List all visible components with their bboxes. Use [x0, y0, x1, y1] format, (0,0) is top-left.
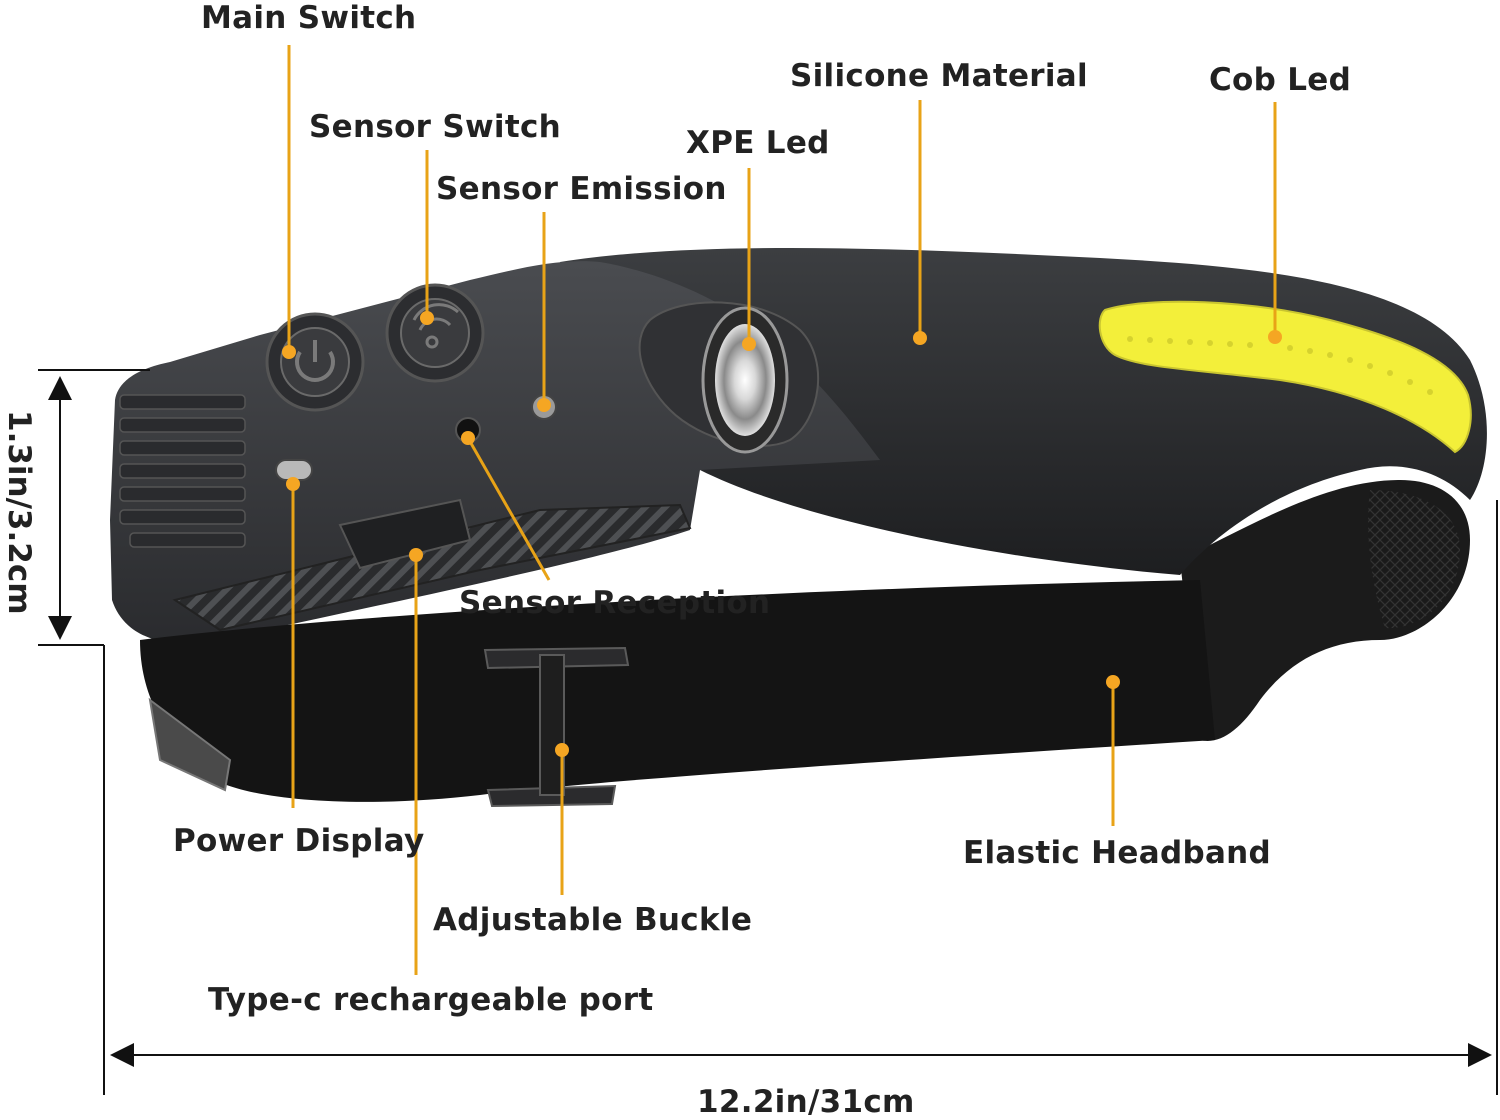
label-width-dimension: 12.2in/31cm	[697, 1084, 915, 1120]
strap-side-clip	[148, 697, 232, 792]
leader-dots	[282, 311, 1282, 757]
leader-lines	[287, 45, 1277, 975]
main-switch-button	[265, 312, 365, 412]
width-dimension	[110, 500, 1498, 1095]
label-xpe-led: XPE Led	[686, 125, 830, 161]
hatched-grip	[172, 503, 692, 632]
label-sensor-emission: Sensor Emission	[436, 171, 727, 207]
sensor-switch-button	[385, 283, 485, 383]
label-sensor-switch: Sensor Switch	[309, 109, 562, 145]
label-power-display: Power Display	[173, 823, 425, 859]
label-sensor-reception: Sensor Reception	[459, 585, 771, 621]
type-c-port-cover	[338, 498, 472, 570]
label-elastic-headband: Elastic Headband	[963, 835, 1272, 871]
label-type-c-port: Type-c rechargeable port	[208, 982, 654, 1018]
label-adjustable-buckle: Adjustable Buckle	[433, 902, 753, 938]
label-cob-led: Cob Led	[1209, 62, 1352, 98]
label-silicone-material: Silicone Material	[790, 58, 1088, 94]
cob-led-strip	[1098, 300, 1472, 454]
power-display-indicator	[275, 459, 313, 481]
back-strap-mesh	[1368, 490, 1460, 629]
buckle	[483, 646, 630, 808]
height-dimension	[38, 369, 150, 1095]
front-strap	[140, 580, 1215, 802]
xpe-led	[638, 301, 820, 454]
cob-led-dots	[1127, 336, 1433, 395]
cooling-fins	[119, 394, 246, 548]
label-height-dimension: 1.3in/3.2cm	[1, 410, 37, 615]
label-main-switch: Main Switch	[201, 0, 417, 36]
